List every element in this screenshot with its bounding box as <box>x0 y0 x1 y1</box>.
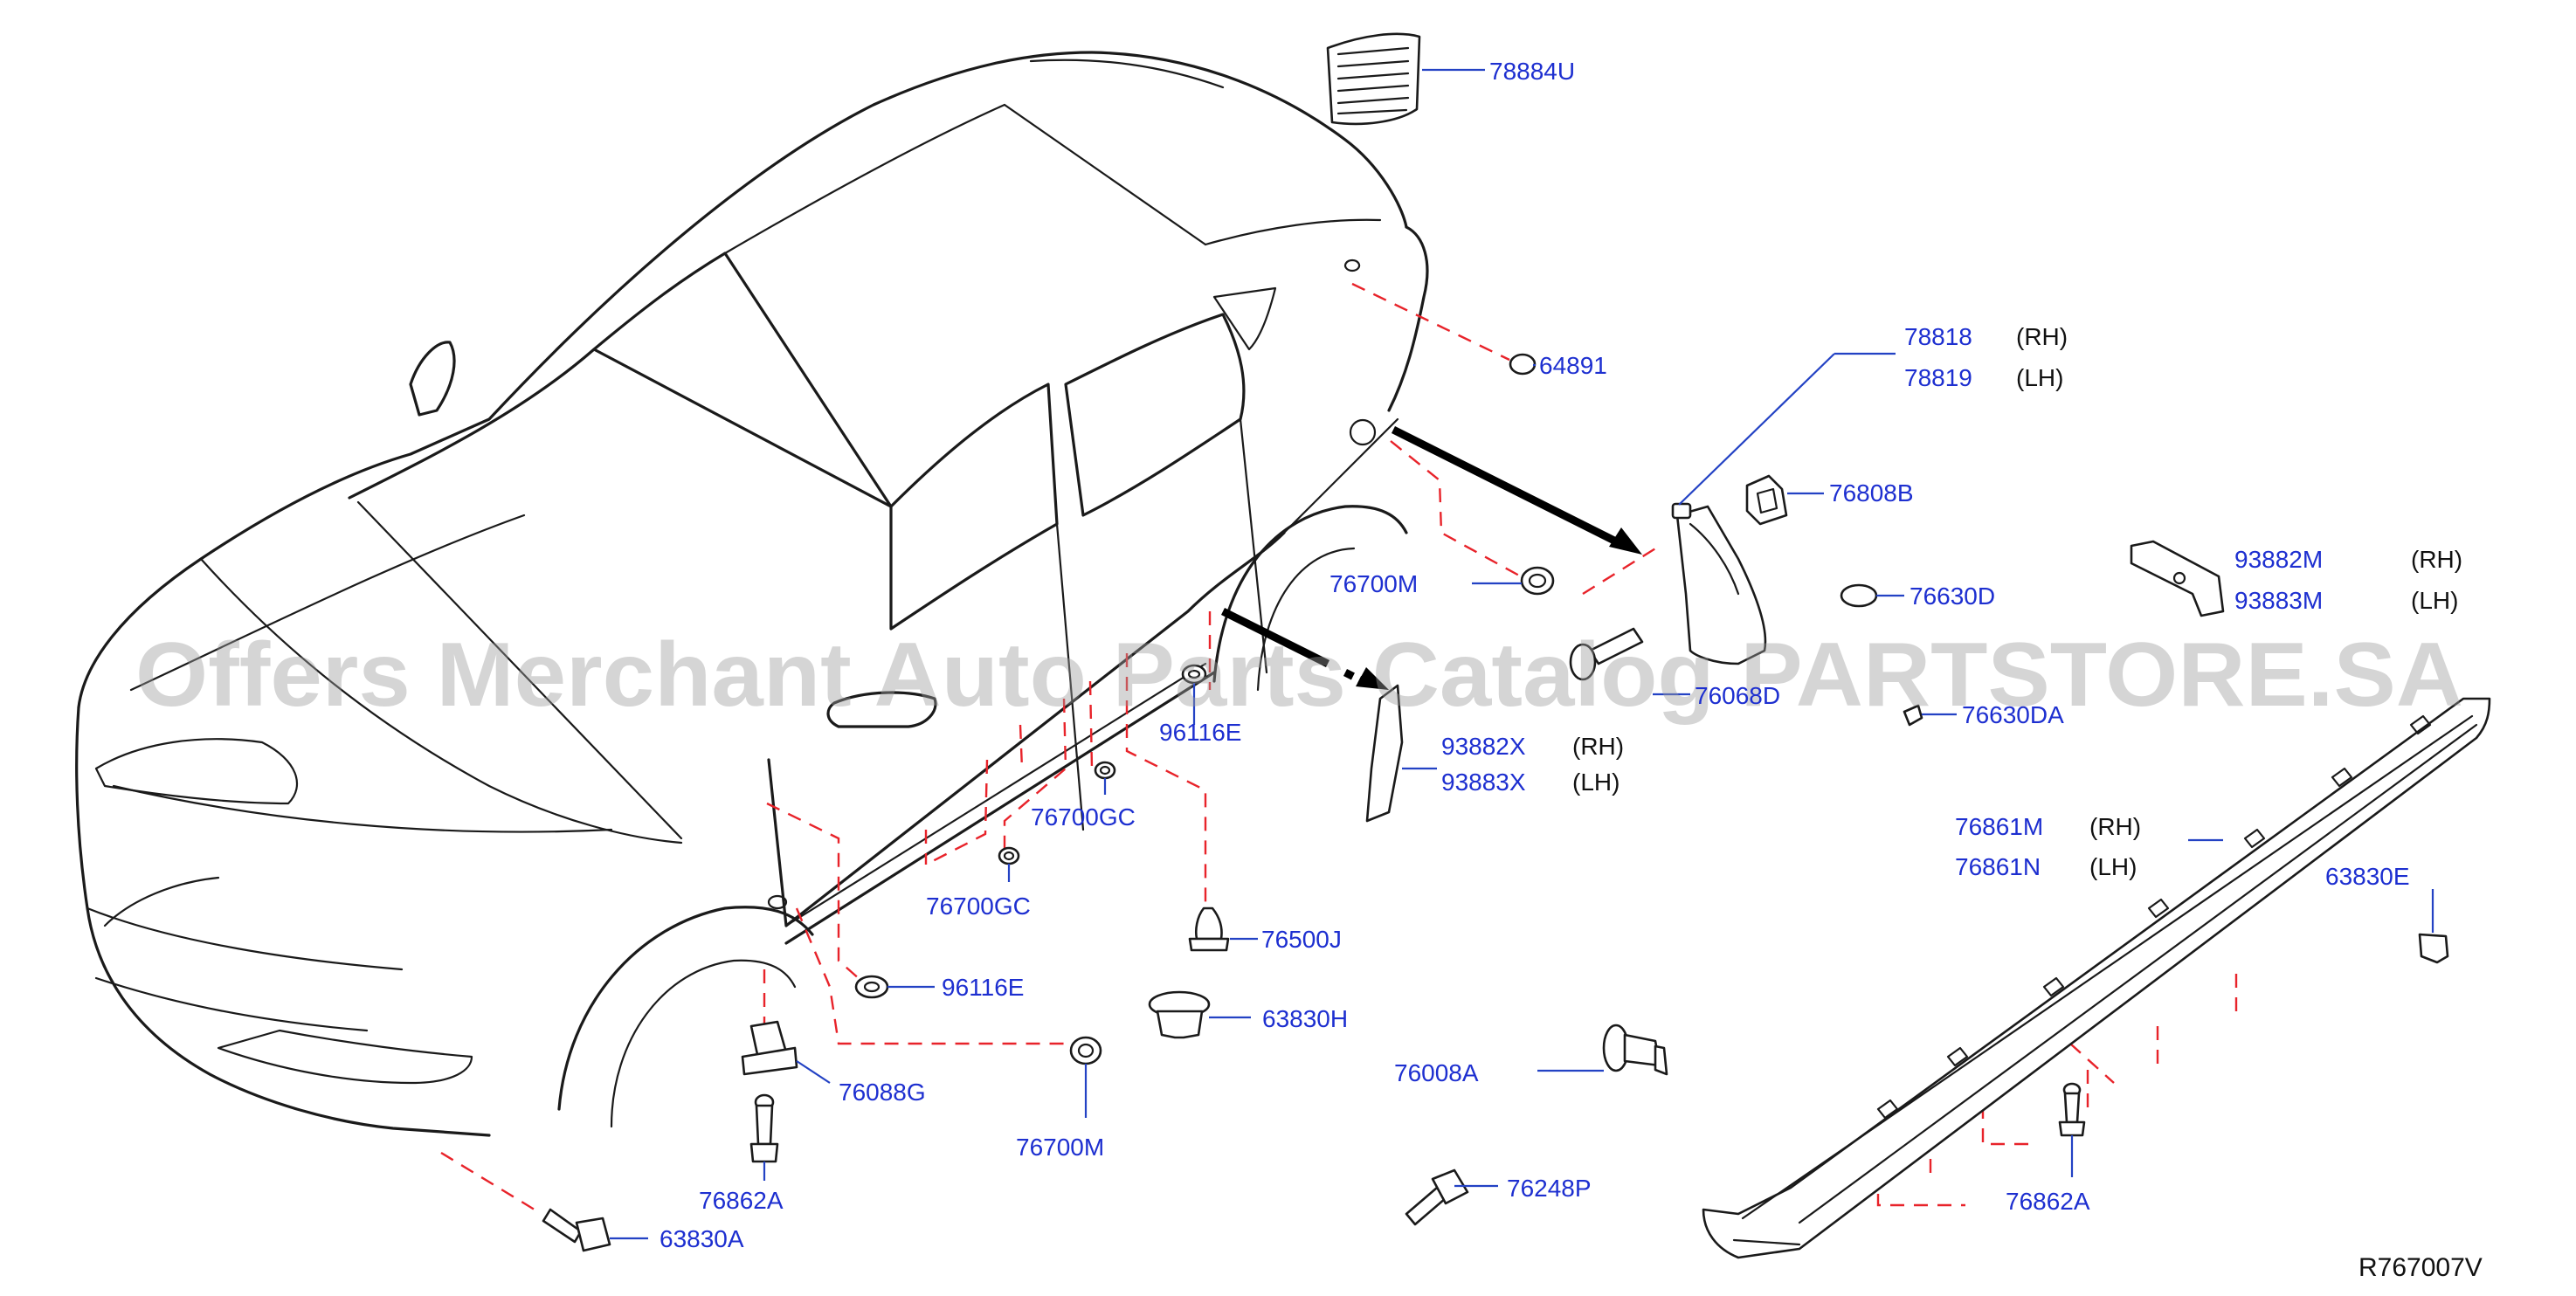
clip-bolt-part <box>1602 1024 1668 1076</box>
callout-93882X-side: (RH) <box>1572 733 1624 760</box>
seal-upper-part <box>1181 664 1207 685</box>
callout-76008A[interactable]: 76008A <box>1394 1059 1479 1086</box>
leader-lines <box>610 68 2434 1240</box>
screw-right-part <box>2058 1082 2086 1137</box>
callout-64891[interactable]: 64891 <box>1539 352 1607 379</box>
callout-93882X[interactable]: 93882X <box>1441 733 1526 760</box>
callout-78818-side: (RH) <box>2016 323 2068 350</box>
grommet-nut-part <box>1148 990 1211 1039</box>
trim-piece-part <box>1365 684 1404 823</box>
view-arrows <box>1220 425 1642 690</box>
callout-63830E[interactable]: 63830E <box>2325 863 2410 890</box>
small-pad-part <box>1903 704 1923 727</box>
callout-78819-side: (LH) <box>2016 364 2063 391</box>
callout-93883M-side: (LH) <box>2411 587 2458 614</box>
callout-93883X-side: (LH) <box>1572 769 1619 796</box>
callout-78819[interactable]: 78819 <box>1904 364 1972 391</box>
callout-76862A-left[interactable]: 76862A <box>699 1187 784 1214</box>
callout-76700M-upper[interactable]: 76700M <box>1329 570 1418 597</box>
callout-78884U[interactable]: 78884U <box>1489 58 1575 85</box>
grommet-gc-lower-part <box>998 846 1020 865</box>
callout-76808B[interactable]: 76808B <box>1829 479 1914 507</box>
callout-63830H[interactable]: 63830H <box>1262 1005 1348 1032</box>
bolt-part <box>1405 1168 1469 1226</box>
callout-93883M[interactable]: 93883M <box>2234 587 2323 614</box>
callout-76088G[interactable]: 76088G <box>839 1079 926 1106</box>
push-clip-part <box>1188 907 1230 952</box>
clip-part <box>1745 474 1788 526</box>
bracket-part <box>2130 540 2225 617</box>
screw-part <box>1569 627 1644 681</box>
callout-96116E-upper[interactable]: 96116E <box>1159 719 1241 746</box>
bolt-lower-part <box>542 1208 611 1252</box>
diagram-reference-code: R767007V <box>2358 1253 2483 1282</box>
grommet-upper-part <box>1520 566 1555 596</box>
vent-grille-part <box>1326 32 1421 126</box>
callout-76861M[interactable]: 76861M <box>1955 813 2043 840</box>
callout-76700M-lower[interactable]: 76700M <box>1016 1134 1104 1161</box>
callout-76248P[interactable]: 76248P <box>1507 1175 1592 1202</box>
callout-93882M[interactable]: 93882M <box>2234 546 2323 573</box>
part-callouts: 78884U 64891 78818 (RH) 78819 (LH) 76808… <box>660 58 2462 1252</box>
seal-lower-part <box>854 975 889 999</box>
screw-left-part <box>749 1093 779 1163</box>
callout-93882M-side: (RH) <box>2411 546 2462 573</box>
callout-93883X[interactable]: 93883X <box>1441 769 1526 796</box>
parts <box>542 32 2491 1259</box>
side-sill-molding-part <box>1702 697 2491 1259</box>
callout-76630DA[interactable]: 76630DA <box>1962 701 2064 728</box>
callout-76861M-side: (RH) <box>2089 813 2141 840</box>
grommet-lower-part <box>1069 1036 1102 1065</box>
callout-76861N-side: (LH) <box>2089 853 2137 880</box>
car-body-illustration <box>75 51 1429 1137</box>
mud-guard-part <box>1671 502 1767 665</box>
callout-76068D[interactable]: 76068D <box>1695 682 1780 709</box>
grommet-gc-upper-part <box>1094 761 1116 780</box>
callout-63830A[interactable]: 63830A <box>660 1225 744 1252</box>
watermark-text: Offers Merchant Auto Parts Catalog PARTS… <box>135 624 2463 726</box>
callout-76630D[interactable]: 76630D <box>1910 583 1995 610</box>
callout-76861N[interactable]: 76861N <box>1955 853 2041 880</box>
callout-96116E-lower[interactable]: 96116E <box>942 974 1024 1001</box>
callout-76700GC-upper[interactable]: 76700GC <box>1031 803 1136 831</box>
fastener-part <box>741 1020 798 1076</box>
plug-part <box>1509 353 1537 376</box>
clip-right-part <box>2418 933 2449 964</box>
callout-78818[interactable]: 78818 <box>1904 323 1972 350</box>
callout-76862A-right[interactable]: 76862A <box>2006 1188 2090 1215</box>
callout-76700GC-lower[interactable]: 76700GC <box>926 893 1031 920</box>
callout-76500J[interactable]: 76500J <box>1261 926 1342 953</box>
pad-part <box>1840 583 1878 608</box>
